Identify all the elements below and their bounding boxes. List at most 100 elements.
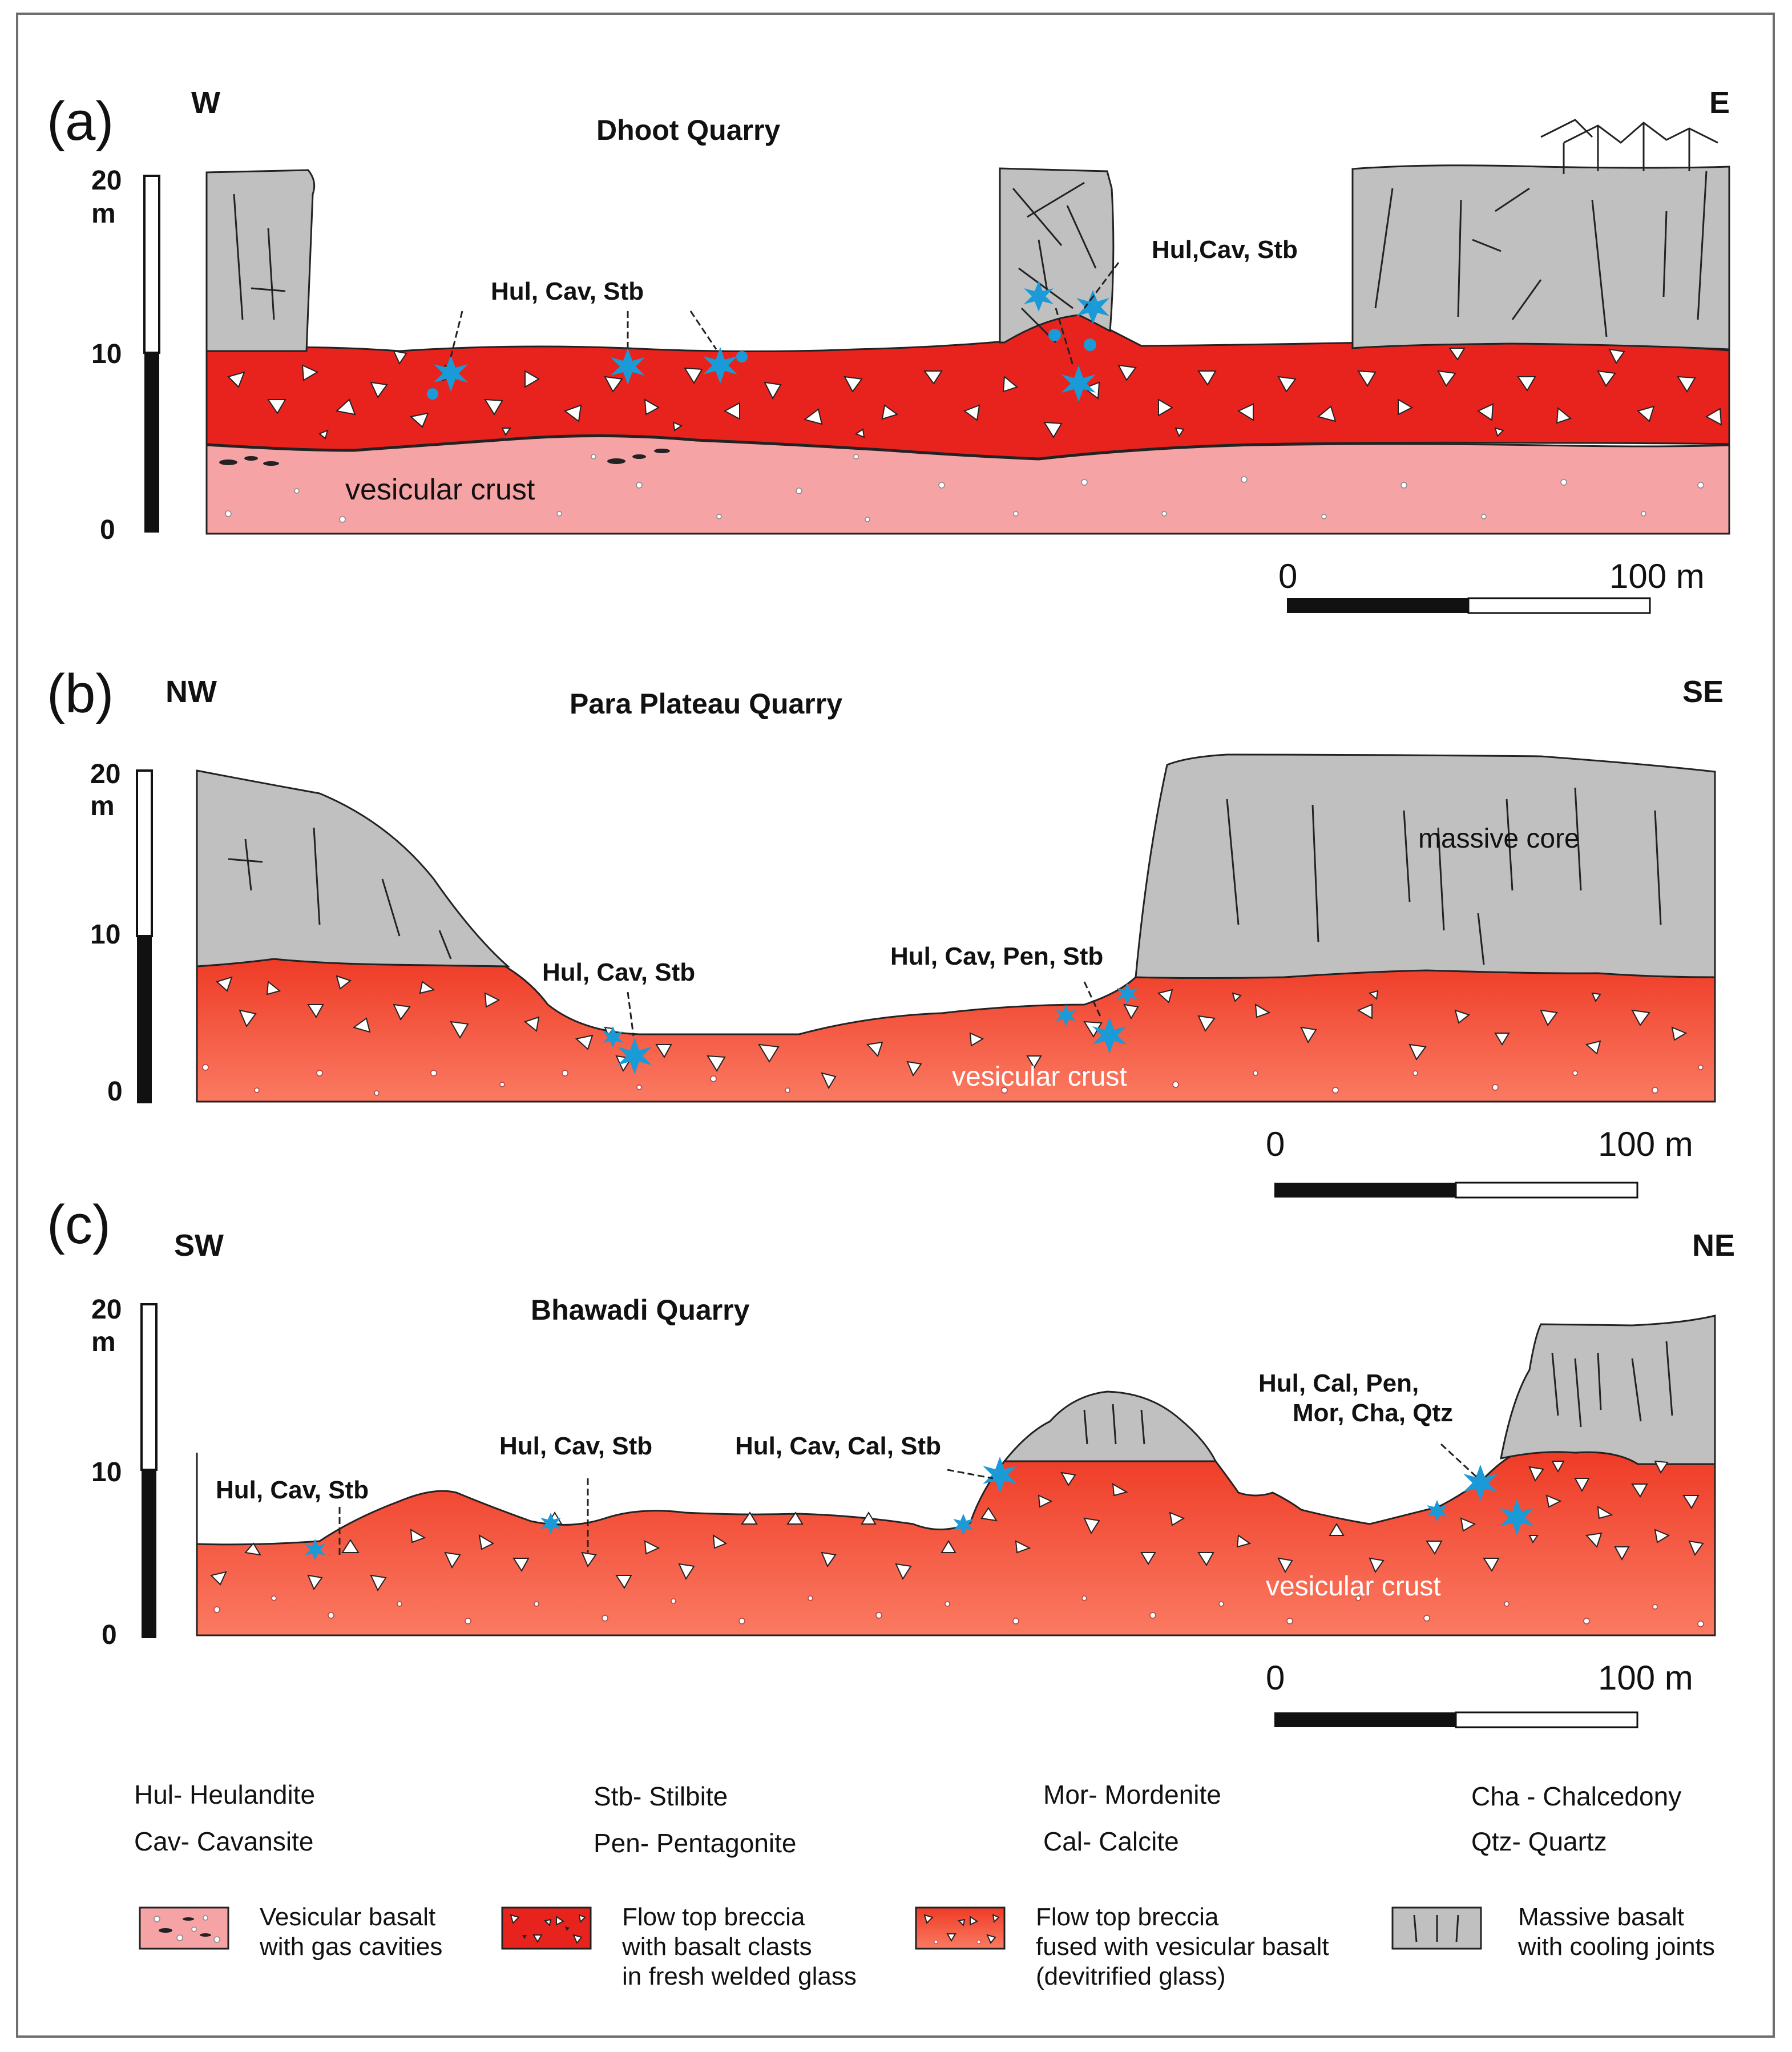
panel-letter-a: (a)	[47, 91, 114, 152]
mineral-star-a6	[1062, 365, 1096, 402]
scale-tick-20-b: 20	[90, 759, 120, 789]
mineral-star-c1	[983, 1457, 1017, 1493]
legend-swatch-massive	[1391, 1906, 1482, 1950]
cooling-joints-a	[233, 119, 1718, 344]
legend-label-vesicular-1: Vesicular basalt	[260, 1903, 435, 1931]
mineral-locations-b	[603, 983, 1137, 1074]
massive-block-a-left	[205, 169, 316, 352]
vertical-scale-c: 20 m 10 0	[91, 1295, 158, 1650]
crust-label-c: vesicular crust	[1266, 1571, 1441, 1602]
scale-tick-10-c: 10	[91, 1457, 122, 1487]
cooling-joints-c	[1083, 1341, 1673, 1445]
scale-tick-20-c: 20	[91, 1295, 122, 1325]
massive-core-label: massive core	[1418, 824, 1580, 854]
scale-bar-zero-a: 0	[1278, 557, 1297, 595]
direction-west-a: W	[191, 86, 220, 120]
mineral-star-b1	[617, 1038, 652, 1074]
massive-block-c-right	[1500, 1315, 1716, 1465]
mineral-star-b2	[1092, 1017, 1127, 1054]
abbrev-pen: Pen- Pentagonite	[594, 1828, 797, 1858]
legend-label-vesicular-2: with gas cavities	[259, 1933, 442, 1961]
scale-bar-zero-c: 0	[1266, 1659, 1285, 1697]
scale-bar-zero-b: 0	[1266, 1125, 1285, 1163]
leaders-b	[627, 981, 1103, 1037]
title-c: Bhawadi Quarry	[531, 1294, 750, 1326]
vesicles-a	[225, 454, 1704, 523]
scale-tick-10-b: 10	[90, 920, 120, 950]
abbrev-cav: Cav- Cavansite	[134, 1827, 313, 1856]
mineral-locations-a	[427, 281, 1109, 402]
mineral-star-c3	[1500, 1499, 1534, 1535]
mineral-star-a1	[434, 355, 468, 392]
annotation-c3: Hul, Cav, Cal, Stb	[735, 1432, 941, 1460]
abbrev-cal: Cal- Calcite	[1043, 1827, 1179, 1856]
annotation-a1: Hul, Cav, Stb	[491, 277, 644, 305]
legend-label-fresh-2: with basalt clasts	[621, 1933, 812, 1961]
legend-swatch-fresh-breccia	[501, 1906, 592, 1950]
leaders-a	[450, 262, 1120, 366]
massive-block-b-right	[1135, 753, 1716, 979]
mineral-star-a3	[703, 347, 737, 384]
scale-bar-b: 0 100 m	[1266, 1125, 1693, 1199]
scale-tick-0-a: 0	[100, 515, 115, 545]
abbrev-stb: Stb- Stilbite	[594, 1781, 728, 1811]
direction-east-b: SE	[1682, 675, 1724, 709]
abbreviation-list: Hul- Heulandite Cav- Cavansite Stb- Stil…	[134, 1780, 1681, 1858]
direction-east-a: E	[1709, 86, 1730, 120]
title-a: Dhoot Quarry	[596, 114, 780, 146]
legend-swatch-vesicular	[139, 1906, 229, 1950]
panel-letter-b: (b)	[47, 663, 114, 724]
panel-a: (a) W E Dhoot Quarry 20 m 10 0	[47, 86, 1730, 614]
massive-block-b-left	[196, 769, 511, 967]
breccia-clasts-c	[210, 1460, 1704, 1592]
legend-label-fresh-1: Flow top breccia	[622, 1903, 805, 1931]
legend-swatch-fused-breccia	[915, 1906, 1006, 1950]
vesicles-b	[202, 1064, 1704, 1096]
direction-west-c: SW	[174, 1228, 224, 1263]
annotation-c4-line2: Mor, Cha, Qtz	[1293, 1399, 1453, 1427]
panel-b: (b) NW SE Para Plateau Quarry 20 m 10 0	[47, 663, 1724, 1199]
abbrev-hul: Hul- Heulandite	[134, 1780, 315, 1809]
cooling-joints-b	[228, 787, 1662, 965]
annotation-b1: Hul, Cav, Stb	[542, 958, 695, 986]
massive-block-a-center	[999, 167, 1115, 344]
legend-label-massive-1: Massive basalt	[1518, 1903, 1684, 1931]
mineral-star-a4	[1024, 281, 1054, 312]
scale-tick-0-c: 0	[102, 1620, 117, 1650]
scale-bar-a: 0 100 m	[1278, 557, 1705, 614]
panel-letter-c: (c)	[47, 1194, 111, 1255]
breccia-clasts-a	[227, 348, 1722, 440]
direction-east-c: NE	[1692, 1228, 1735, 1263]
vertical-scale-b: 20 m 10 0	[90, 759, 153, 1107]
scale-unit-c: m	[91, 1327, 116, 1357]
scale-bar-100m-b: 100 m	[1598, 1125, 1693, 1163]
vertical-scale-a: 20 m 10 0	[91, 166, 160, 545]
title-b: Para Plateau Quarry	[570, 688, 842, 720]
abbrev-mor: Mor- Mordenite	[1043, 1780, 1221, 1809]
gas-cavities-a	[219, 449, 670, 466]
scale-unit-b: m	[90, 791, 115, 821]
scale-bar-c: 0 100 m	[1266, 1659, 1693, 1728]
mineral-star-a5	[1076, 290, 1109, 324]
scale-tick-20-a: 20	[91, 166, 122, 196]
annotation-c2: Hul, Cav, Stb	[499, 1432, 652, 1460]
vesicles-c	[213, 1595, 1704, 1627]
annotation-c1: Hul, Cav, Stb	[216, 1476, 369, 1504]
legend-label-fresh-3: in fresh welded glass	[622, 1962, 857, 1990]
vesicular-layer-a	[205, 435, 1730, 535]
annotation-a2: Hul,Cav, Stb	[1152, 236, 1298, 264]
scale-bar-100m-a: 100 m	[1609, 557, 1705, 595]
scale-tick-0-b: 0	[107, 1077, 123, 1107]
legend-label-fused-3: (devitrified glass)	[1036, 1962, 1226, 1990]
massive-block-c-center	[1002, 1390, 1217, 1462]
crust-label-b: vesicular crust	[952, 1062, 1127, 1092]
direction-west-b: NW	[166, 675, 217, 709]
annotation-b2: Hul, Cav, Pen, Stb	[890, 942, 1103, 970]
legend-label-fused-1: Flow top breccia	[1036, 1903, 1219, 1931]
legend: Vesicular basalt with gas cavities Flow …	[139, 1903, 1715, 1990]
scale-unit-a: m	[91, 199, 116, 229]
mineral-star-c2	[1463, 1465, 1498, 1501]
legend-label-massive-2: with cooling joints	[1517, 1933, 1715, 1961]
legend-label-fused-2: fused with vesicular basalt	[1036, 1933, 1329, 1961]
